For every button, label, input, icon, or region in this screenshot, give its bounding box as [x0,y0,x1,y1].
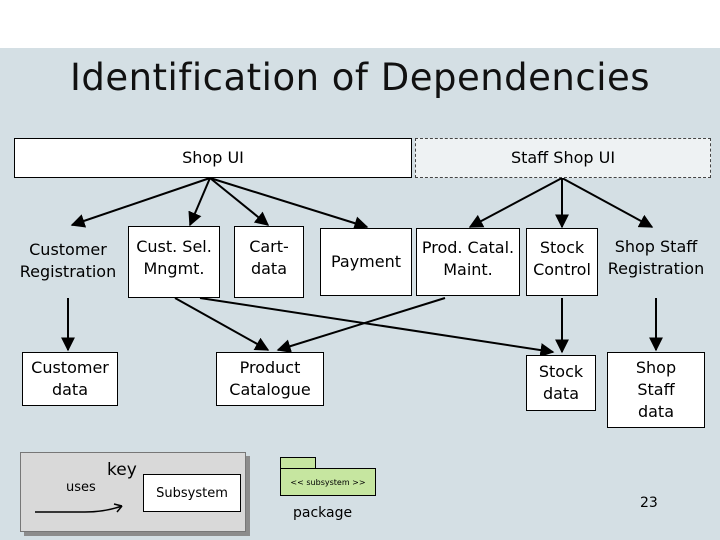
arrow-shopui-payment [209,177,369,230]
package-symbol: << subsystem >> [280,468,376,496]
prod-catal-maint-node: Prod. Catal. Maint. [416,228,520,296]
stock-control-node: Stock Control [526,228,598,296]
payment-node: Payment [320,228,412,296]
page-number: 23 [640,495,658,511]
package-label: package [293,505,353,521]
arrow-staffui-staff-registration [561,177,654,228]
product-catalogue-node: Product Catalogue [216,352,324,406]
stock-data-node: Stock data [526,355,596,411]
arrow-staffui-prod-catal [468,177,563,228]
arrow-cust-sel-stock-data [199,297,555,358]
shop-ui-node: Shop UI [14,138,412,178]
customer-data-node: Customer data [22,352,118,406]
key-uses-label: uses [66,480,96,495]
customer-registration-node: Customer Registration [19,240,117,281]
arrow-shopui-customer-registration [70,177,211,228]
shop-staff-registration-node: Shop Staff Registration [607,237,705,278]
shop-staff-data-node: Shop Staff data [607,352,705,428]
key-title: key [107,460,137,480]
arrow-prod-catal-product-catalogue [276,297,446,353]
arrow-shopui-cart-data [209,177,270,226]
key-subsystem-box: Subsystem [143,474,241,512]
cust-sel-mngmt-node: Cust. Sel. Mngmt. [128,226,220,298]
key-uses-arrow [35,503,123,513]
slide-title: Identification of Dependencies [69,56,651,99]
arrow-cust-sel-product-catalogue [174,297,270,351]
staff-shop-ui-node: Staff Shop UI [415,138,711,178]
cart-data-node: Cart- data [234,226,304,298]
arrow-shopui-cust-sel [188,177,211,227]
